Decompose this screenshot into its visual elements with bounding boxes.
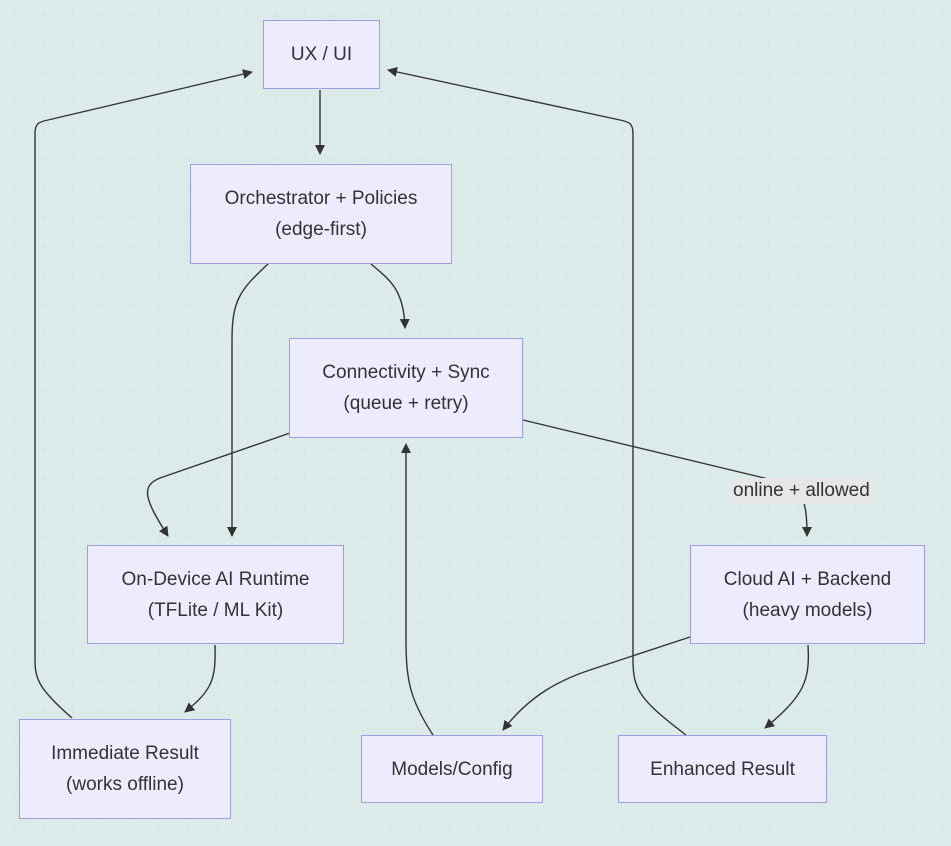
node-immediate-result: Immediate Result (works offline) xyxy=(19,719,231,819)
node-models-label: Models/Config xyxy=(391,758,513,780)
edge-label-online-allowed: online + allowed xyxy=(731,478,872,504)
node-on-device-runtime: On-Device AI Runtime (TFLite / ML Kit) xyxy=(87,545,344,644)
edge-models-to-connectivity xyxy=(401,443,434,736)
edge-immediate-to-ux xyxy=(34,69,253,719)
node-on-device-title: On-Device AI Runtime xyxy=(121,568,310,590)
node-connectivity-subtitle: (queue + retry) xyxy=(343,393,469,414)
node-immediate-subtitle: (works offline) xyxy=(66,774,184,795)
node-cloud-subtitle: (heavy models) xyxy=(742,599,873,621)
node-cloud-title: Cloud AI + Backend xyxy=(723,568,892,590)
edge-enhanced-to-ux xyxy=(387,67,687,736)
node-ux-ui: UX / UI xyxy=(263,20,380,89)
edge-cloud-to-enhanced xyxy=(764,644,810,729)
node-orchestrator-title: Orchestrator + Policies xyxy=(224,188,418,209)
node-models-config: Models/Config xyxy=(361,735,543,803)
node-enhanced-label: Enhanced Result xyxy=(650,758,795,780)
node-on-device-subtitle: (TFLite / ML Kit) xyxy=(147,599,284,621)
node-connectivity-title: Connectivity + Sync xyxy=(322,362,490,383)
node-ux-ui-label: UX / UI xyxy=(290,44,353,65)
edge-orchestrator-to-ondevice xyxy=(227,263,269,537)
node-immediate-title: Immediate Result xyxy=(51,743,199,764)
node-orchestrator: Orchestrator + Policies (edge-first) xyxy=(190,164,452,264)
node-enhanced-result: Enhanced Result xyxy=(618,735,827,803)
node-cloud-backend: Cloud AI + Backend (heavy models) xyxy=(690,545,925,644)
edge-orchestrator-to-connectivity xyxy=(370,263,410,329)
node-connectivity: Connectivity + Sync (queue + retry) xyxy=(289,338,523,438)
edge-connectivity-to-ondevice xyxy=(146,432,291,537)
node-orchestrator-subtitle: (edge-first) xyxy=(275,219,367,240)
edge-cloud-to-models xyxy=(502,636,691,731)
edge-ondevice-to-immediate xyxy=(184,644,216,713)
